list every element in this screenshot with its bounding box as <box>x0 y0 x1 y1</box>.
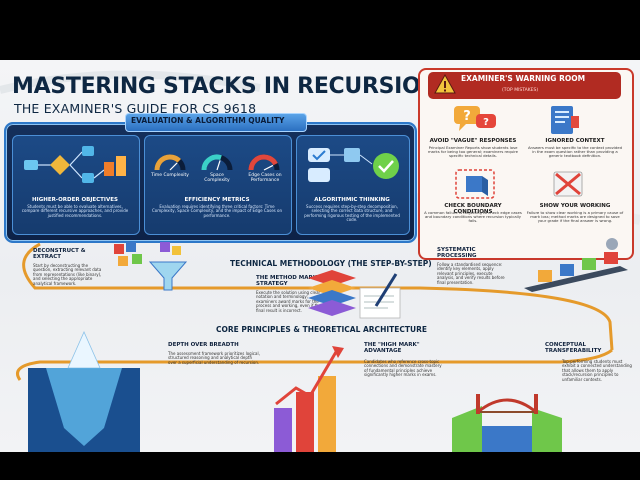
card-higher-order-title: HIGHER-ORDER OBJECTIVES <box>32 197 118 203</box>
principles-heading: CORE PRINCIPLES & THEORETICAL ARCHITECTU… <box>216 325 427 334</box>
gauge-label-space: Space Complexity <box>204 173 230 183</box>
stack-layers-pen-icon <box>308 270 401 319</box>
svg-text:?: ? <box>483 117 489 128</box>
warning-title: EXAMINER'S WARNING ROOM <box>461 74 586 83</box>
gauge-fill <box>248 154 278 171</box>
warning-item-working-title: SHOW YOUR WORKING <box>539 203 611 209</box>
efficiency-gauges <box>154 154 280 171</box>
document-icon <box>551 106 579 134</box>
card-efficiency-body: Evaluation requires identifying three cr… <box>152 204 282 218</box>
boundary-box-icon <box>455 169 495 199</box>
principle-transfer-title: CONCEPTUAL TRANSFERABILITY <box>545 342 602 355</box>
gauge-label-time: Time Complexity <box>151 173 189 178</box>
principle-high-mark-title: THE "HIGH MARK" ADVANTAGE <box>364 342 420 355</box>
warning-item-vague-body: Principal Examiner Reports show students… <box>427 145 519 159</box>
gauge-fill <box>154 154 181 171</box>
card-algorithmic-body: Success requires step-by-step decomposit… <box>304 204 400 223</box>
warning-subtitle: (TOP MISTAKES) <box>502 88 539 93</box>
warning-item-working-body: Failure to show clear working is a prima… <box>526 210 624 224</box>
evaluation-heading-tab <box>125 113 307 132</box>
iceberg-icon <box>28 331 140 452</box>
principle-depth-body: The assessment framework prioritizes log… <box>168 351 260 365</box>
checklist-icon <box>308 148 399 182</box>
letterbox-top <box>0 0 640 60</box>
warning-panel <box>418 68 634 260</box>
card-efficiency <box>144 135 292 235</box>
warning-item-context-title: IGNORED CONTEXT <box>545 138 605 144</box>
gauge-needle <box>216 160 221 171</box>
methodology-heading: TECHNICAL METHODOLOGY (THE STEP-BY-STEP) <box>230 259 432 268</box>
flow-path-upper <box>22 242 614 351</box>
warning-item-vague-title: AVOID "VAGUE" RESPONSES <box>429 138 517 144</box>
principle-high-mark-body: Candidates who reference cross-topic con… <box>364 359 442 378</box>
principle-transfer-body: Top-performing students must exhibit a c… <box>562 359 632 382</box>
step-deconstruct-title: DECONSTRUCT & EXTRACT <box>33 248 86 261</box>
step-method-mark-body: Execute the solution using clear notatio… <box>256 290 322 313</box>
principle-depth-title: DEPTH OVER BREADTH <box>168 342 239 348</box>
svg-text:?: ? <box>463 109 471 124</box>
step-systematic-body: Follow a standardised sequence: identify… <box>437 262 505 285</box>
flow-path-lower <box>16 348 613 381</box>
warning-item-context-body: Answers must be specific to the context … <box>527 145 623 159</box>
flowchart-icon <box>24 146 126 183</box>
gauge-needle <box>263 164 274 171</box>
letterbox-bottom <box>0 452 640 480</box>
growth-chart-icon <box>274 346 344 452</box>
warning-triangle-icon <box>434 74 456 94</box>
card-algorithmic-title: ALGORITHMIC THINKING <box>314 197 390 203</box>
evaluation-heading: EVALUATION & ALGORITHM QUALITY <box>131 116 285 125</box>
infographic-canvas: MASTERING STACKS IN RECURSION: THE EXAMI… <box>0 60 640 452</box>
step-method-mark-title: THE METHOD MARK STRATEGY <box>256 275 317 288</box>
gauge-fill <box>201 154 222 171</box>
step-deconstruct-body: Start by deconstructing the question, ex… <box>33 263 102 286</box>
warning-heading-bar <box>428 72 621 99</box>
card-higher-order-body: Students must be able to evaluate altern… <box>21 204 129 218</box>
warning-item-boundary-body: A common failure is forgetting to check … <box>424 210 522 224</box>
funnel-icon <box>114 242 188 291</box>
speech-bubble-icon: ? ? <box>454 106 496 131</box>
step-systematic-title: SYSTEMATIC PROCESSING <box>437 247 477 260</box>
conveyor-icon <box>524 238 628 292</box>
card-efficiency-title: EFFICIENCY METRICS <box>184 197 250 203</box>
gauge-needle <box>169 162 178 171</box>
card-higher-order <box>12 135 140 235</box>
main-title: MASTERING STACKS IN RECURSION: <box>12 74 448 99</box>
gauge-label-edge: Edge Cases on Performance <box>248 173 282 183</box>
cross-out-icon <box>553 171 583 197</box>
sub-title: THE EXAMINER'S GUIDE FOR CS 9618 <box>14 101 257 116</box>
bridge-icon <box>452 394 562 452</box>
warning-item-boundary-title: CHECK BOUNDARY CONDITIONS <box>444 203 502 216</box>
